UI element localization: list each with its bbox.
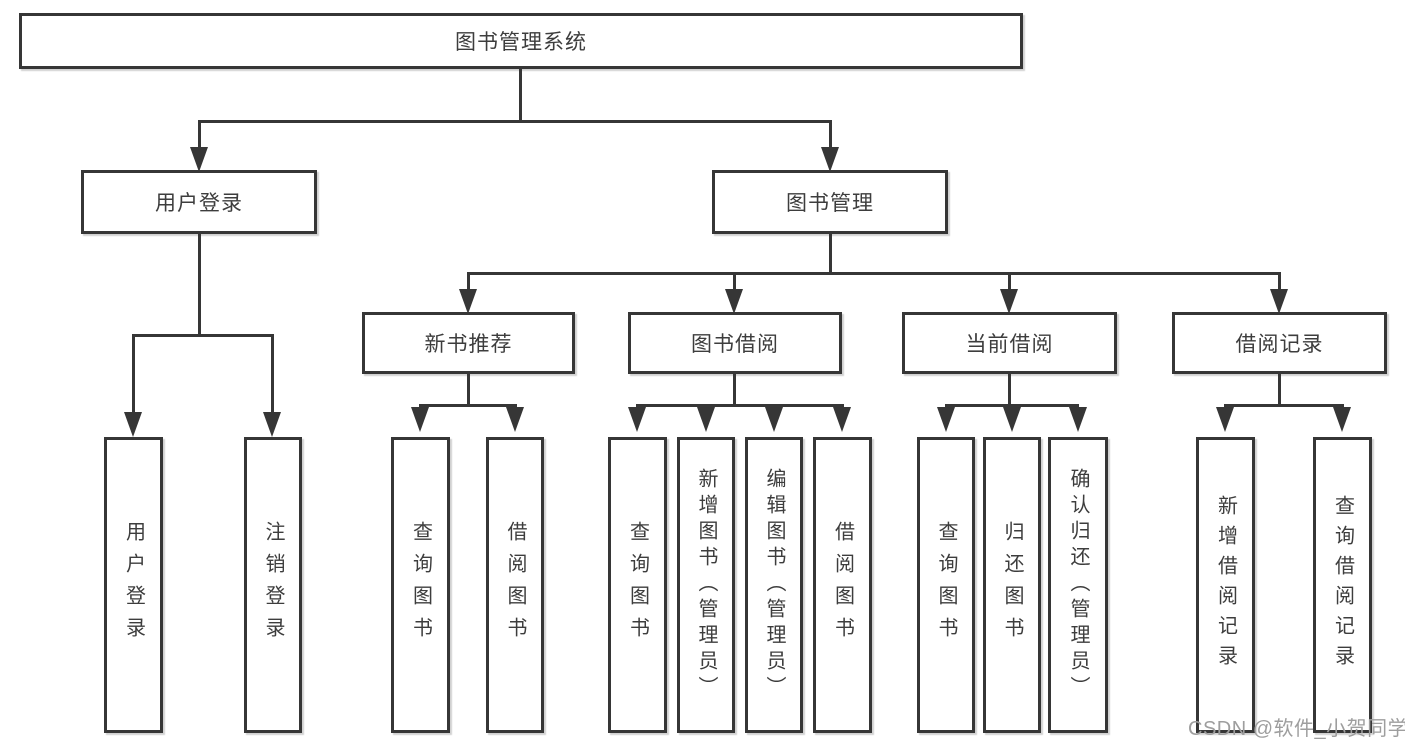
connector-line [1008,272,1011,292]
arrowhead-icon [833,407,851,432]
arrowhead-icon [1333,407,1351,432]
node-root-label: 图书管理系统 [455,31,587,54]
arrowhead-icon [1216,407,1234,432]
connector-line [1224,404,1344,407]
leaf-add-book-admin: 新增图书（管理员） [677,437,735,733]
leaf-add-borrow-record: 新增借阅记录 [1196,437,1255,733]
leaf-add-borrow-record-label: 新增借阅记录 [1214,495,1237,675]
connector-line [198,233,201,337]
node-root: 图书管理系统 [19,13,1023,69]
node-user-login: 用户登录 [81,170,317,234]
connector-line [132,334,274,337]
connector-line [467,272,470,292]
watermark: CSDN @软件_小贺同学 [1188,718,1405,740]
connector-line [1278,272,1281,292]
arrowhead-icon [190,147,208,172]
leaf-add-book-admin-label: 新增图书（管理员） [695,468,717,702]
node-new-book-recommend: 新书推荐 [362,312,575,374]
connector-line [1278,372,1281,406]
connector-line [467,272,1281,275]
leaf-borrow-book: 借阅图书 [813,437,872,733]
connector-line [945,404,1079,407]
arrowhead-icon [459,289,477,314]
connector-line [419,404,517,407]
arrowhead-icon [1069,407,1087,432]
node-new-book-recommend-label: 新书推荐 [424,333,513,356]
node-book-borrow: 图书借阅 [628,312,842,374]
arrowhead-icon [765,407,783,432]
connector-line [132,334,135,415]
connector-line [1008,372,1011,406]
node-book-borrow-label: 图书借阅 [691,333,779,356]
arrowhead-icon [1270,289,1288,314]
connector-line [198,120,201,150]
leaf-borrow-query-label: 查询图书 [626,521,649,649]
arrowhead-icon [411,407,429,432]
leaf-edit-book-admin: 编辑图书（管理员） [745,437,803,733]
arrowhead-icon [506,407,524,432]
leaf-logout: 注销登录 [244,437,302,733]
leaf-borrow-query: 查询图书 [608,437,667,733]
arrowhead-icon [1003,407,1021,432]
node-book-management-label: 图书管理 [786,192,874,215]
arrowhead-icon [263,412,281,437]
arrowhead-icon [124,412,142,437]
connector-line [829,233,832,275]
node-book-management: 图书管理 [712,170,948,234]
connector-line [198,120,832,123]
leaf-newbook-borrow: 借阅图书 [486,437,544,733]
leaf-newbook-query-label: 查询图书 [409,521,432,649]
connector-line [733,372,736,406]
connector-line [733,272,736,292]
arrowhead-icon [725,289,743,314]
leaf-return-book: 归还图书 [983,437,1041,733]
arrowhead-icon [697,407,715,432]
connector-line [519,68,522,122]
node-current-borrow: 当前借阅 [902,312,1117,374]
node-current-borrow-label: 当前借阅 [965,333,1054,356]
node-borrow-record: 借阅记录 [1172,312,1387,374]
leaf-confirm-return-admin: 确认归还（管理员） [1048,437,1108,733]
arrowhead-icon [937,407,955,432]
leaf-confirm-return-admin-label: 确认归还（管理员） [1067,468,1089,702]
leaf-query-borrow-record: 查询借阅记录 [1313,437,1372,733]
leaf-newbook-query: 查询图书 [391,437,450,733]
connector-line [636,404,844,407]
leaf-edit-book-admin-label: 编辑图书（管理员） [763,468,785,702]
leaf-user-login-label: 用户登录 [122,521,145,649]
leaf-query-borrow-record-label: 查询借阅记录 [1331,495,1354,675]
arrowhead-icon [821,147,839,172]
leaf-current-query: 查询图书 [917,437,975,733]
leaf-newbook-borrow-label: 借阅图书 [504,521,526,649]
connector-line [467,372,470,406]
connector-line [829,120,832,150]
arrowhead-icon [628,407,646,432]
leaf-current-query-label: 查询图书 [935,521,957,649]
node-borrow-record-label: 借阅记录 [1235,333,1324,356]
leaf-logout-label: 注销登录 [262,521,284,649]
node-user-login-label: 用户登录 [155,192,243,215]
leaf-borrow-book-label: 借阅图书 [831,521,854,649]
connector-line [271,334,274,415]
leaf-user-login: 用户登录 [104,437,163,733]
arrowhead-icon [1000,289,1018,314]
leaf-return-book-label: 归还图书 [1001,521,1023,649]
